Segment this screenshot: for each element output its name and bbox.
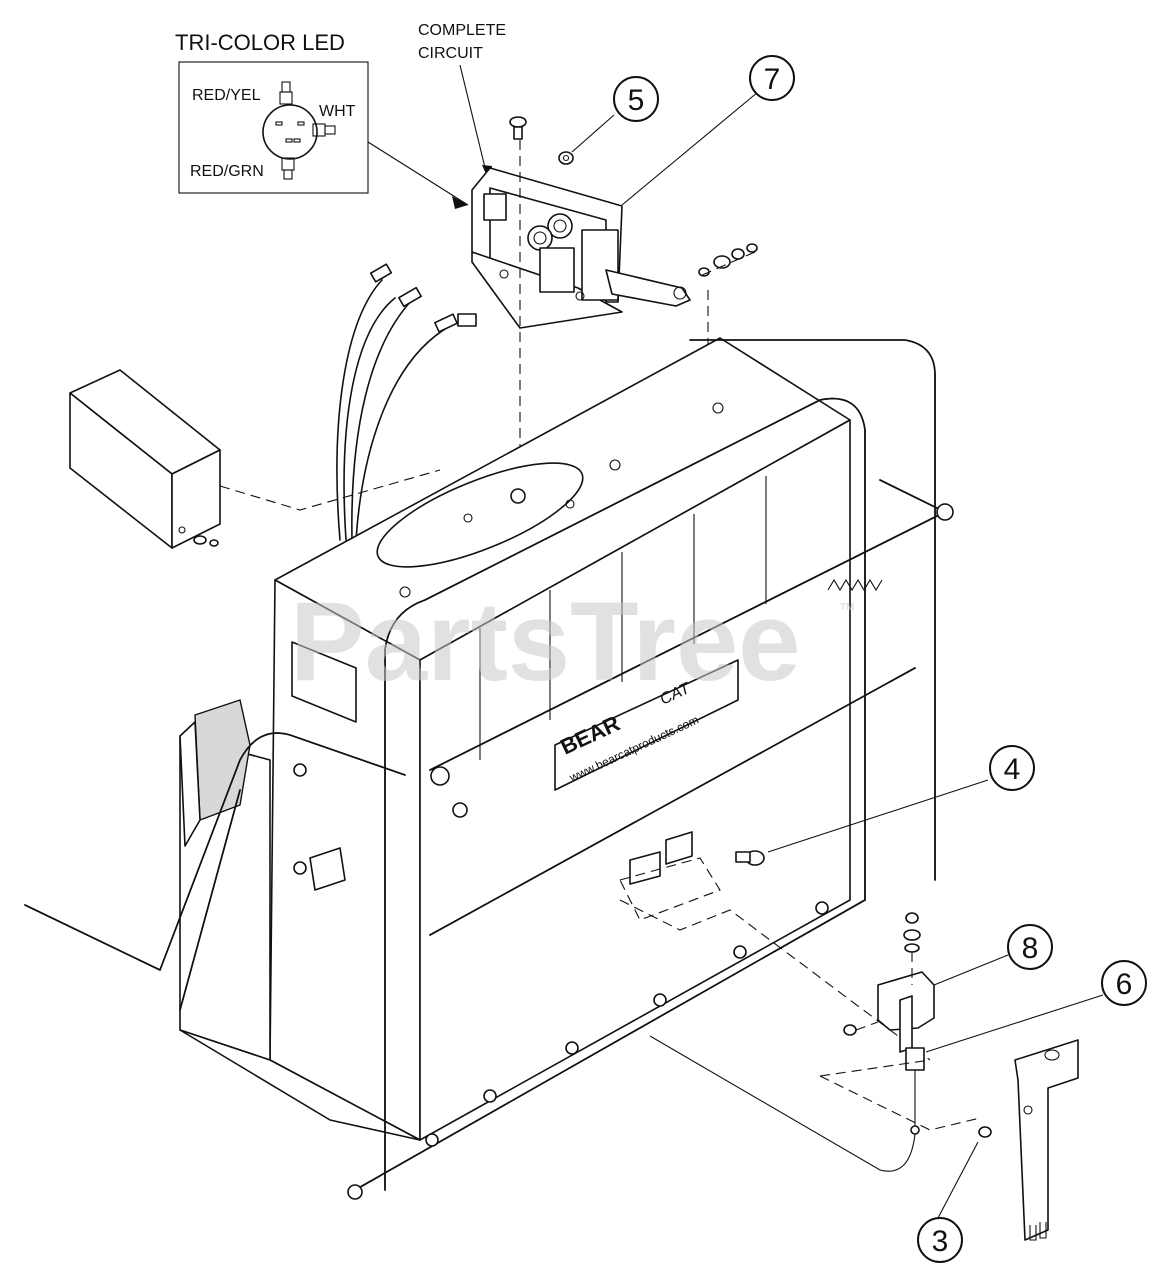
lower-hardware	[619, 831, 1079, 1241]
label-wht: WHT	[319, 103, 356, 120]
complete-circuit-line2: CIRCUIT	[418, 45, 483, 62]
callout-8[interactable]: 8	[1007, 924, 1053, 970]
callout-3-number: 3	[932, 1225, 949, 1258]
watermark: PartsTree TM	[290, 579, 854, 704]
callout-6-number: 6	[1116, 968, 1133, 1001]
led-body	[262, 104, 318, 160]
callout-8-number: 8	[1022, 932, 1039, 965]
hardware-screws	[509, 116, 758, 500]
switch-6	[905, 1047, 925, 1071]
tri-color-led-inset: TRI-COLOR LED RED/YEL WHT RED/GRN	[175, 30, 469, 209]
label-red-grn: RED/GRN	[190, 163, 264, 180]
inset-frame	[178, 61, 369, 194]
cover-box	[69, 369, 441, 549]
complete-circuit-label: COMPLETE CIRCUIT	[418, 22, 506, 183]
label-red-yel: RED/YEL	[192, 87, 261, 104]
tubular-frame	[24, 339, 954, 1200]
complete-circuit-line1: COMPLETE	[418, 22, 506, 39]
callout-4-number: 4	[1004, 753, 1021, 786]
wire-harness	[336, 263, 477, 541]
bracket-arm	[605, 269, 691, 307]
hopper-body	[179, 337, 851, 1141]
callout-4[interactable]: 4	[989, 745, 1035, 791]
switch-bracket-assembly	[471, 167, 691, 329]
callout-6[interactable]: 6	[1101, 960, 1147, 1006]
inset-title: TRI-COLOR LED	[175, 30, 345, 55]
bracket-3	[1014, 1039, 1079, 1241]
callout-leaders	[571, 91, 1104, 1219]
callout-5[interactable]: 5	[613, 76, 659, 122]
callout-7[interactable]: 7	[749, 55, 795, 101]
watermark-tm: TM	[840, 602, 854, 613]
watermark-text: PartsTree	[290, 579, 801, 704]
callout-5-number: 5	[628, 84, 645, 117]
callout-7-number: 7	[764, 63, 781, 96]
callout-3[interactable]: 3	[917, 1217, 963, 1263]
